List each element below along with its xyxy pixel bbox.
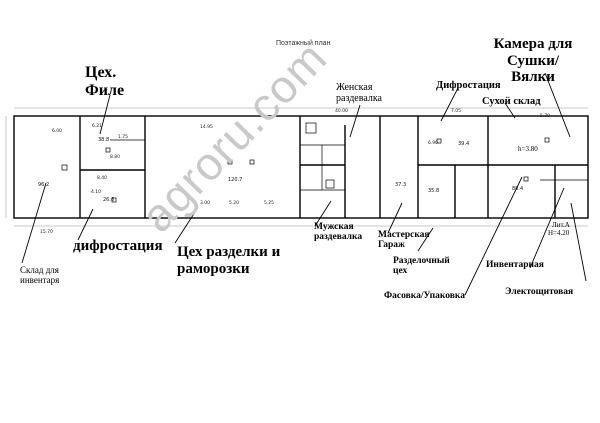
dimension-label: 14.95 [200,124,213,130]
room-area-value: 38.8 [98,137,109,143]
dimension-label: 5.70 [540,113,550,119]
room-area-value: 26.6 [103,197,114,203]
dimension-label: 8.40 [97,175,107,181]
dimension-label: 40.00 [335,108,348,114]
dimension-label: 6.00 [52,128,62,134]
label-masterskaya: Мастерская Гараж [378,230,430,251]
label-zhenskaya: Женская раздевалка [336,82,382,104]
room-area-value: 88.4 [512,186,523,192]
dimension-label: 6.21 [92,123,102,129]
label-razdelochny: Разделочный цех [393,256,450,277]
building-outline [13,115,589,219]
dimension-label: 8.80 [110,154,120,160]
label-lit: Лит.А [552,221,570,229]
label-razdelka: Цех разделки и раморозки [177,244,281,277]
label-defrost-bottom: дифростация [73,238,163,254]
room-area-value: 120.7 [228,177,242,183]
label-kamera: Камера для Сушки/Вялки [493,36,573,85]
plan-title: Поэтажный план [276,40,331,47]
room-area-value: 35.8 [428,188,439,194]
dimension-label: 15.70 [40,229,53,235]
room-area-value: 37.3 [395,182,406,188]
label-fasovka: Фасовка/Упаковка [384,291,465,301]
room-area-value: 96.2 [38,182,49,188]
label-muzhskaya: Мужская раздевалка [314,222,363,243]
label-height: H=4.20 [548,229,570,237]
dimension-label: 3.00 [200,200,210,206]
label-sklad: Склад для инвентаря [20,265,60,285]
label-fille: Цех. Филе [85,64,125,99]
dimension-label: 7.05 [451,108,461,114]
label-electro: Электощитовая [505,287,574,297]
dimension-label: 5.20 [229,200,239,206]
dimension-label: 1.75 [118,134,128,140]
label-defrost-top: Дифростация [436,80,501,91]
room-area-value: 39.4 [458,141,469,147]
dimension-label: 5.25 [264,200,274,206]
dimension-label: 4.10 [91,189,101,195]
label-room-height: h=3.80 [518,145,538,153]
label-suhoi: Сухой склад [482,96,541,107]
dimension-label: 6.90 [428,140,438,146]
label-inventarnaya: Инвентарная [486,260,544,270]
